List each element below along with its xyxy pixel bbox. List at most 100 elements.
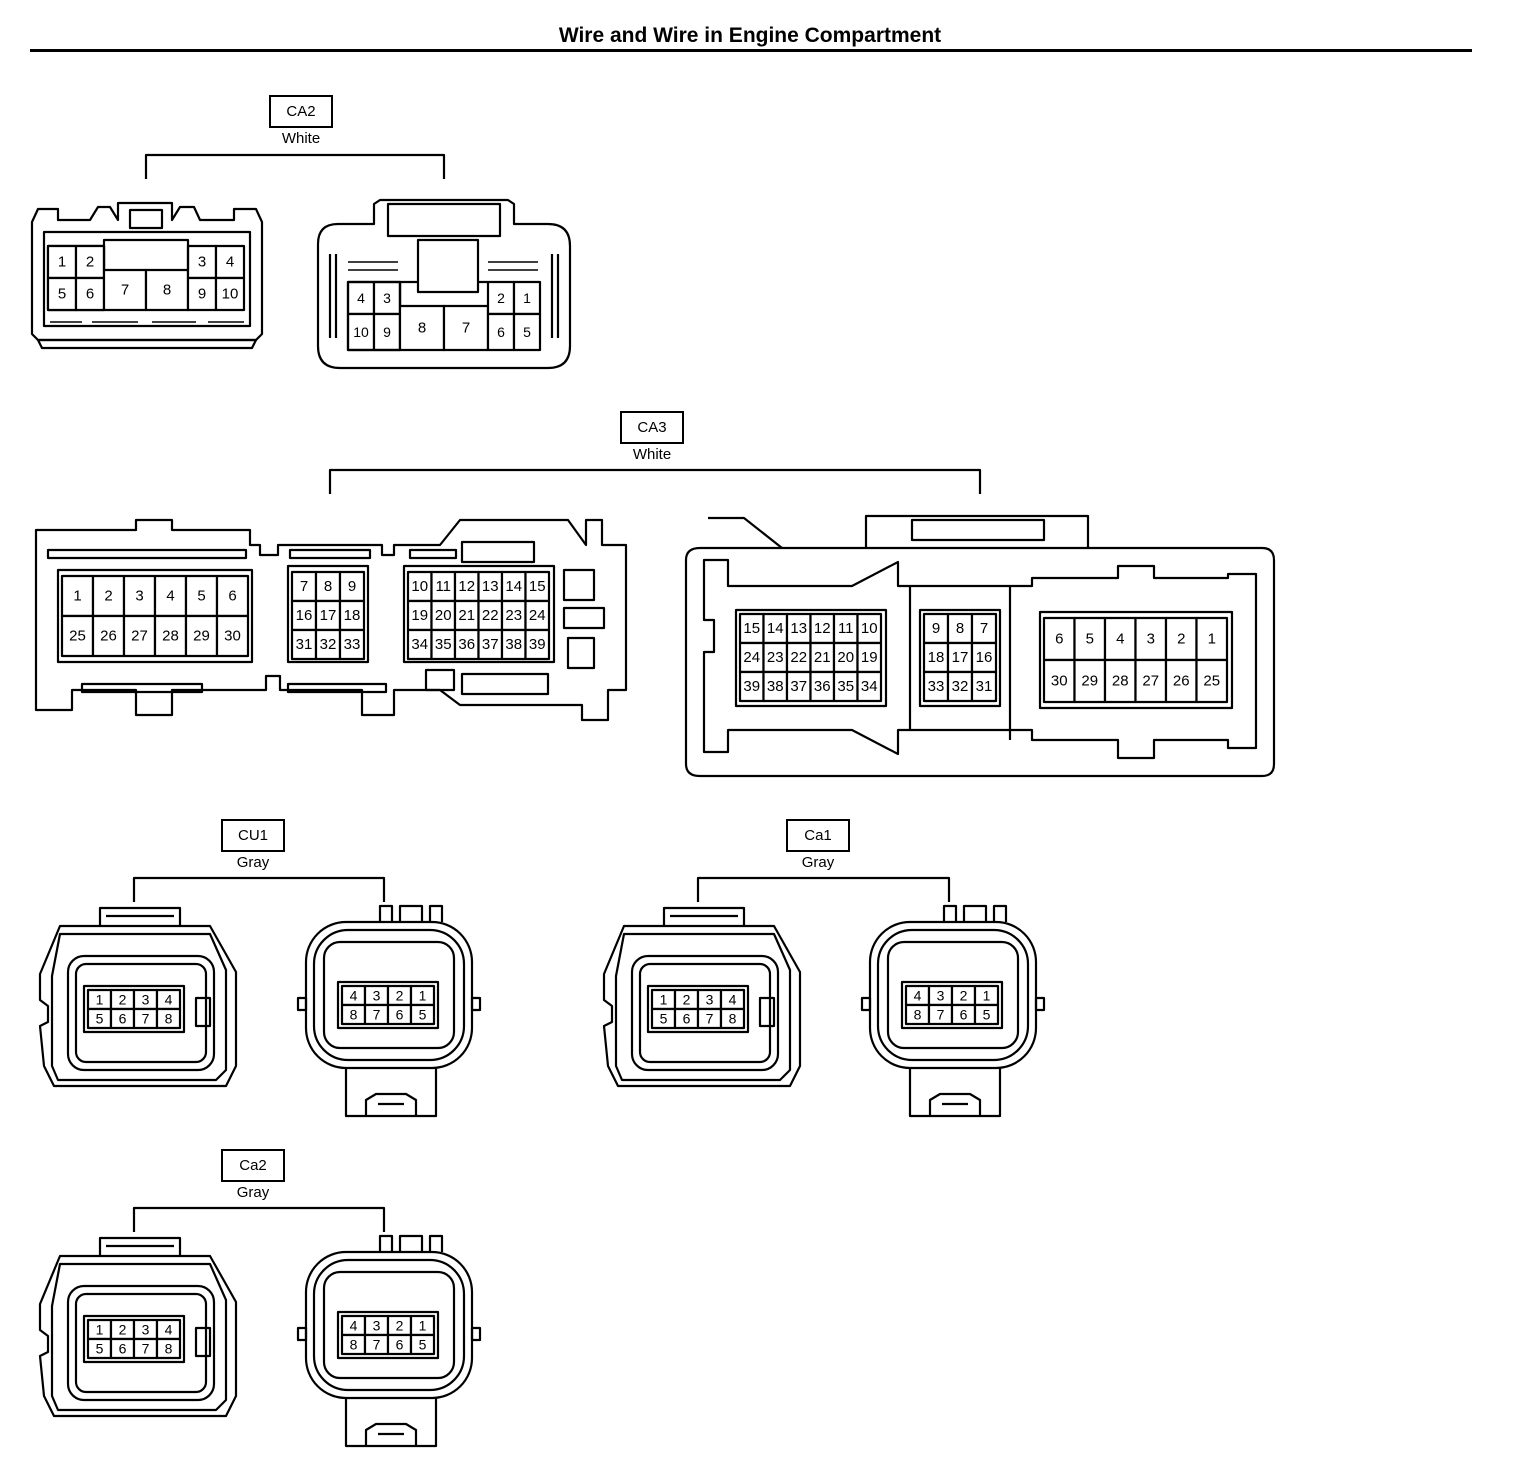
pin-cell: 23 (500, 599, 527, 632)
pin-cell: 1 (46, 244, 78, 280)
bracket-ca1 (696, 876, 951, 902)
pin-cell: 5 (512, 312, 542, 352)
pin-cell: 8 (340, 1003, 367, 1026)
svg-text:2: 2 (104, 588, 112, 605)
pin-cell: 30 (215, 614, 250, 658)
svg-text:17: 17 (320, 607, 337, 624)
svg-text:38: 38 (767, 678, 784, 695)
svg-text:29: 29 (193, 628, 210, 645)
svg-text:14: 14 (767, 620, 784, 637)
svg-text:5: 5 (1086, 631, 1094, 648)
pin-cell: 23 (762, 641, 789, 674)
pin-cell: 30 (1042, 658, 1076, 704)
ca3-right-housing (684, 514, 1276, 778)
svg-text:7: 7 (980, 620, 988, 637)
connector-label-ca2-gray: Ca2 (221, 1149, 285, 1182)
svg-text:39: 39 (743, 678, 760, 695)
svg-text:7: 7 (462, 320, 470, 337)
svg-text:3: 3 (135, 588, 143, 605)
svg-text:19: 19 (411, 607, 428, 624)
pin-cell: 10 (856, 612, 883, 645)
pin-cell: 24 (524, 599, 551, 632)
pin-cell: 20 (430, 599, 457, 632)
pin-cell: 37 (785, 670, 812, 703)
svg-text:8: 8 (729, 1011, 737, 1027)
connector-label-ca2: CA2 (269, 95, 333, 128)
pin-cell: 15 (524, 570, 551, 603)
pin-cell: 34 (406, 628, 433, 661)
pin-cell: 24 (738, 641, 765, 674)
pin-cell: 7 (970, 612, 998, 645)
connector-color-ca2-gray: Gray (236, 1184, 270, 1201)
svg-text:1: 1 (1208, 631, 1216, 648)
svg-text:17: 17 (952, 649, 969, 666)
svg-text:5: 5 (419, 1007, 427, 1023)
svg-text:8: 8 (350, 1007, 358, 1023)
svg-text:5: 5 (419, 1337, 427, 1353)
svg-text:15: 15 (743, 620, 760, 637)
pin-cell: 4 (340, 984, 367, 1007)
pin-cell: 7 (363, 1333, 390, 1356)
pin-cell: 2 (1164, 616, 1198, 662)
pin-cell: 1 (86, 1318, 113, 1341)
pin-cell: 16 (290, 599, 318, 632)
connector-label-ca1: Ca1 (786, 819, 850, 852)
pin-cell: 36 (453, 628, 480, 661)
svg-text:24: 24 (529, 607, 546, 624)
pin-cell: 14 (762, 612, 789, 645)
svg-text:5: 5 (96, 1011, 104, 1027)
pin-cell: 1 (86, 988, 113, 1011)
svg-text:23: 23 (505, 607, 522, 624)
pin-cell: 8 (398, 304, 446, 352)
svg-text:8: 8 (324, 578, 332, 595)
pin-cell: 3 (1134, 616, 1168, 662)
svg-text:2: 2 (396, 988, 404, 1004)
svg-text:26: 26 (1173, 673, 1190, 690)
svg-text:10: 10 (861, 620, 878, 637)
pin-cell: 15 (738, 612, 765, 645)
svg-text:33: 33 (928, 678, 945, 695)
pin-cell: 25 (60, 614, 95, 658)
pin-cell: 9 (922, 612, 950, 645)
pin-cell: 20 (832, 641, 859, 674)
svg-text:2: 2 (683, 992, 691, 1008)
pin-cell: 34 (856, 670, 883, 703)
svg-text:6: 6 (396, 1337, 404, 1353)
svg-text:1: 1 (983, 988, 991, 1004)
svg-text:23: 23 (767, 649, 784, 666)
pin-cell: 18 (338, 599, 366, 632)
svg-text:25: 25 (1203, 673, 1220, 690)
svg-text:26: 26 (100, 628, 117, 645)
svg-text:20: 20 (837, 649, 854, 666)
svg-text:3: 3 (198, 254, 206, 271)
svg-text:10: 10 (222, 286, 239, 303)
svg-text:10: 10 (411, 578, 428, 595)
svg-text:6: 6 (396, 1007, 404, 1023)
pin-cell: 29 (1073, 658, 1107, 704)
pin-cell: 7 (290, 570, 318, 603)
svg-text:4: 4 (165, 1322, 173, 1338)
svg-text:28: 28 (1112, 673, 1129, 690)
pin-cell: 2 (91, 574, 126, 618)
svg-text:13: 13 (482, 578, 499, 595)
svg-text:21: 21 (814, 649, 831, 666)
svg-text:35: 35 (837, 678, 854, 695)
svg-text:22: 22 (482, 607, 499, 624)
svg-text:7: 7 (373, 1007, 381, 1023)
svg-text:32: 32 (320, 636, 337, 653)
svg-text:30: 30 (224, 628, 241, 645)
svg-text:7: 7 (300, 578, 308, 595)
pin-cell: 3 (696, 988, 723, 1011)
svg-text:18: 18 (344, 607, 361, 624)
svg-text:3: 3 (142, 992, 150, 1008)
pin-cell: 4 (340, 1314, 367, 1337)
pin-cell: 2 (950, 984, 977, 1007)
svg-text:28: 28 (162, 628, 179, 645)
svg-text:6: 6 (86, 286, 94, 303)
svg-text:2: 2 (960, 988, 968, 1004)
pin-cell: 5 (86, 1007, 113, 1030)
pin-cell: 5 (650, 1007, 677, 1030)
